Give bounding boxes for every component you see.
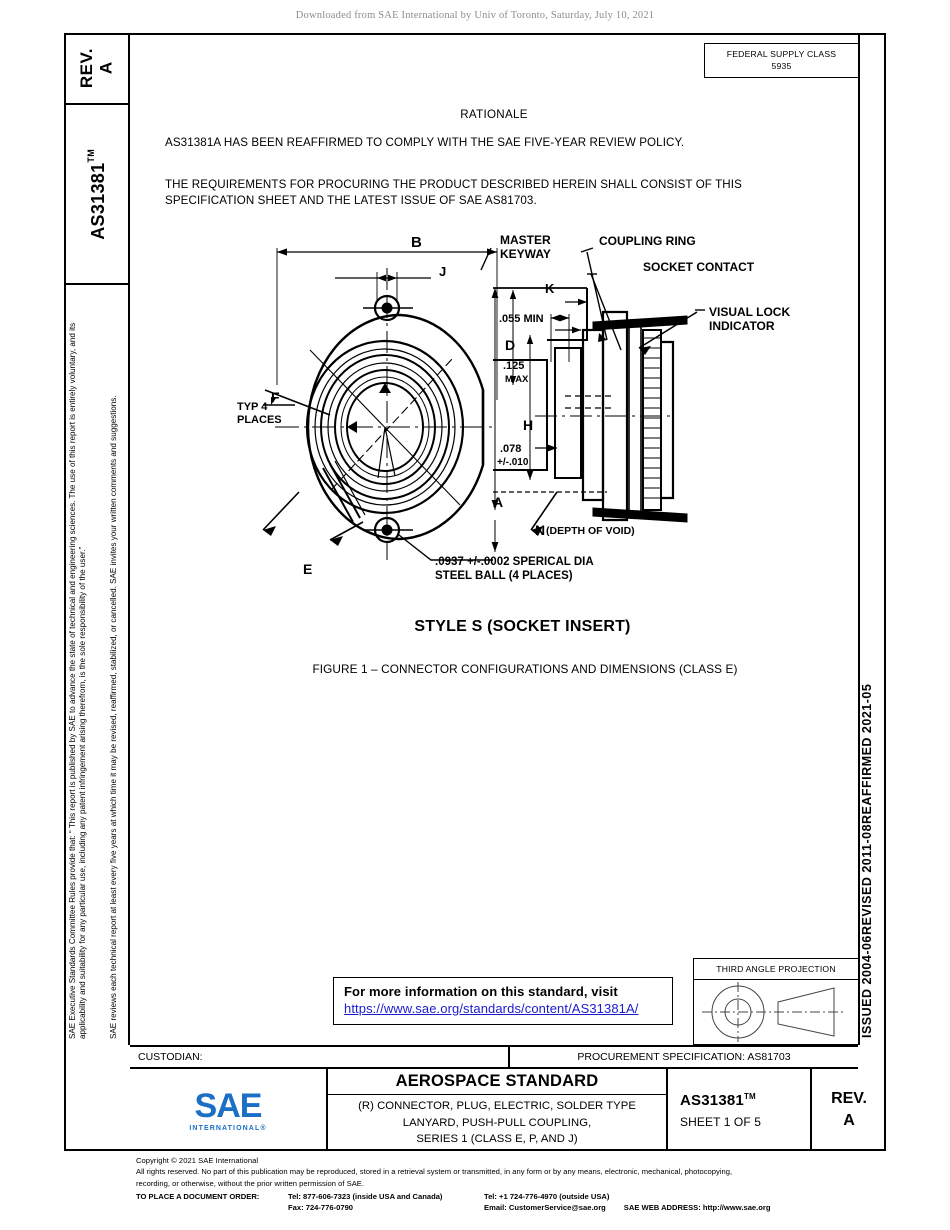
footer: Copyright © 2021 SAE International All r… xyxy=(136,1156,896,1213)
callout-void-text: (DEPTH OF VOID) xyxy=(546,525,635,537)
sae-logo-wordmark: SAE xyxy=(194,1086,263,1125)
order-row-secondary: Fax: 724-776-0790 Email: CustomerService… xyxy=(136,1203,896,1213)
rev-box: REV. A xyxy=(64,33,130,105)
copyright-line: Copyright © 2021 SAE International xyxy=(136,1156,259,1165)
callout-master-keyway-l1: MASTER xyxy=(500,233,551,247)
trademark-mark: TM xyxy=(85,148,96,163)
product-description-line-2: LANYARD, PUSH-PULL COUPLING, xyxy=(402,1116,592,1129)
dim-label-H: H xyxy=(523,417,533,433)
dim-label-125-l2: M AX xyxy=(505,374,529,385)
web-address: SAE WEB ADDRESS: http://www.sae.org xyxy=(623,1203,771,1212)
connector-drawing-svg: B J F E A D H K .055 MIN .125 M AX .078 … xyxy=(237,233,790,582)
callout-typ4-l2: PLACES xyxy=(237,414,282,426)
order-row-primary: TO PLACE A DOCUMENT ORDER: Tel: 877-606-… xyxy=(136,1192,896,1202)
title-block-description: AEROSPACE STANDARD (R) CONNECTOR, PLUG, … xyxy=(328,1069,668,1151)
figure-caption: FIGURE 1 – CONNECTOR CONFIGURATIONS AND … xyxy=(312,662,738,676)
product-description-line-1: (R) CONNECTOR, PLUG, ELECTRIC, SOLDER TY… xyxy=(358,1100,636,1113)
custodian-row: CUSTODIAN: PROCUREMENT SPECIFICATION: AS… xyxy=(130,1045,858,1069)
figure-style-title: STYLE S (SOCKET INSERT) xyxy=(414,618,631,635)
dim-label-078-l1: .078 xyxy=(500,443,521,455)
download-banner: Downloaded from SAE International by Uni… xyxy=(295,10,655,21)
rights-line-1: All rights reserved. No part of this pub… xyxy=(136,1167,733,1177)
disclaimer-paragraph-1: SAE Executive Standards Committee Rules … xyxy=(68,322,88,1039)
disclaimer-block: SAE Executive Standards Committee Rules … xyxy=(64,291,130,1041)
dim-label-D: D xyxy=(505,337,515,353)
projection-symbol-svg xyxy=(702,982,846,1042)
email-address: Email: CustomerService@sae.org xyxy=(484,1203,606,1212)
standard-number-value: AS31381 xyxy=(87,162,108,240)
fsc-value: 5935 xyxy=(771,60,792,71)
sae-logo: SAE INTERNATIONAL® xyxy=(130,1069,328,1151)
sheet-number: SHEET 1 OF 5 xyxy=(680,1114,762,1129)
tel-outside-usa: Tel: +1 724-776-4970 (outside USA) xyxy=(484,1191,610,1201)
issued-date: ISSUED 2004-06 xyxy=(860,935,874,1038)
more-information-text: For more information on this standard, v… xyxy=(344,984,618,999)
third-angle-projection-symbol xyxy=(694,980,858,1044)
revision-label: REV. xyxy=(831,1090,867,1108)
callout-coupling-ring: COUPLING RING xyxy=(599,234,696,248)
standard-url-link[interactable]: https://www.sae.org/standards/content/AS… xyxy=(344,1001,639,1016)
title-block: SAE INTERNATIONAL® AEROSPACE STANDARD (R… xyxy=(130,1069,886,1151)
fax-number: Fax: 724-776-0790 xyxy=(288,1203,354,1212)
procurement-specification: PROCUREMENT SPECIFICATION: AS81703 xyxy=(577,1051,791,1063)
title-block-revision: REV. A xyxy=(812,1069,886,1151)
dim-label-055min: .055 MIN xyxy=(499,313,544,325)
federal-supply-class-box: FEDERAL SUPPLY CLASS 5935 xyxy=(704,43,859,78)
drawing-frame xyxy=(64,33,886,1151)
rationale-heading: RATIONALE xyxy=(460,108,528,121)
third-angle-projection-title: THIRD ANGLE PROJECTION xyxy=(694,959,858,980)
fsc-label: FEDERAL SUPPLY CLASS xyxy=(726,49,837,60)
reaffirmed-date: REAFFIRMED 2021-05 xyxy=(860,683,874,825)
title-block-document-number: AS31381TM SHEET 1 OF 5 xyxy=(668,1069,812,1151)
callout-visual-lock-l2: INDICATOR xyxy=(709,319,775,333)
aerospace-standard-heading: AEROSPACE STANDARD xyxy=(328,1069,666,1095)
third-angle-projection-box: THIRD ANGLE PROJECTION xyxy=(693,958,859,1045)
revised-date: REVISED 2011-08 xyxy=(860,824,874,936)
rev-box-label: REV. xyxy=(77,47,97,89)
rev-box-text: REV. A xyxy=(77,48,116,88)
callout-steel-ball-l1: .0937 +/-.0002 SPERICAL DIA xyxy=(435,556,594,568)
dim-label-E: E xyxy=(303,561,312,577)
callout-void-letter: N xyxy=(535,522,545,538)
dim-label-K: K xyxy=(545,281,555,296)
left-margin-strip: REV. A AS31381TM SAE Executive Standards… xyxy=(64,33,130,1045)
standard-number-text: AS31381TM xyxy=(86,149,109,240)
callout-steel-ball-l2: STEEL BALL (4 PLACES) xyxy=(435,570,573,582)
rationale-paragraph-1: AS31381A HAS BEEN REAFFIRMED TO COMPLY W… xyxy=(165,136,685,149)
callout-socket-contact: SOCKET CONTACT xyxy=(643,260,755,274)
standard-number-box: AS31381TM xyxy=(64,105,130,285)
order-label: TO PLACE A DOCUMENT ORDER: xyxy=(136,1191,260,1201)
callout-visual-lock-l1: VISUAL LOCK xyxy=(709,305,790,319)
callout-master-keyway-l2: KEYWAY xyxy=(500,247,551,261)
rights-line-2: recording, or otherwise, without the pri… xyxy=(136,1178,365,1188)
dim-label-F: F xyxy=(271,389,280,405)
disclaimer-paragraph-2: SAE reviews each technical report at lea… xyxy=(109,395,118,1039)
more-information-box: For more information on this standard, v… xyxy=(333,977,673,1025)
product-description-line-3: SERIES 1 (CLASS E, P, AND J) xyxy=(416,1133,578,1146)
order-spacer xyxy=(136,1203,288,1213)
sae-logo-subtitle: INTERNATIONAL® xyxy=(189,1124,267,1132)
document-number-tm: TM xyxy=(743,1091,756,1101)
dim-label-J: J xyxy=(439,264,446,279)
custodian-label: CUSTODIAN: xyxy=(130,1047,510,1067)
dim-label-B: B xyxy=(411,234,422,251)
document-number: AS31381TM xyxy=(680,1091,756,1109)
connector-figure: B J F E A D H K .055 MIN .125 M AX .078 … xyxy=(235,230,810,590)
callout-typ4-l1: TYP 4 xyxy=(237,401,268,413)
tel-inside-usa: Tel: 877-606-7323 (inside USA and Canada… xyxy=(288,1191,443,1201)
dim-label-A: A xyxy=(493,494,503,510)
dim-label-125-l1: .125 xyxy=(503,360,524,372)
product-description: (R) CONNECTOR, PLUG, ELECTRIC, SOLDER TY… xyxy=(328,1095,666,1151)
revision-value: A xyxy=(843,1112,855,1129)
rationale-paragraph-2: THE REQUIREMENTS FOR PROCURING THE PRODU… xyxy=(165,178,742,207)
rev-box-value: A xyxy=(97,61,116,75)
dim-label-078-l2: +/-.010 xyxy=(497,457,529,468)
